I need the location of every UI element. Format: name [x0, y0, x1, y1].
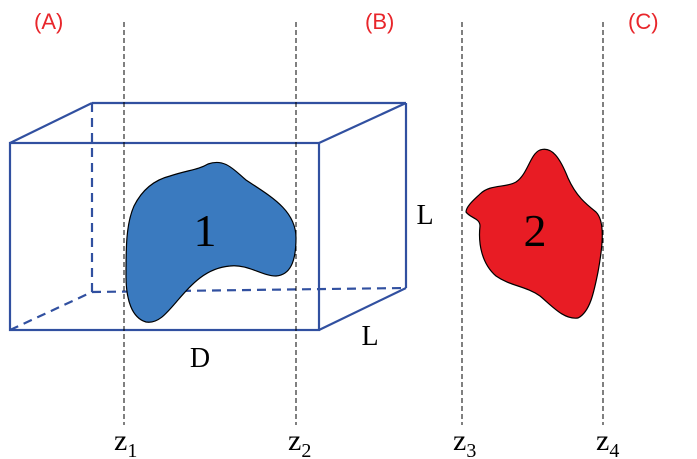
box-top-right-edge [318, 102, 407, 144]
box-height-label: L [416, 200, 433, 231]
box-hidden-bottom-left-edge [9, 291, 93, 331]
plane-label-z1-sub: 1 [127, 440, 137, 459]
plane-label-z2-sub: 2 [301, 440, 311, 459]
plane-label-z2: z2 [288, 424, 311, 459]
plane-label-z4-sub: 4 [609, 440, 619, 459]
particle-1-blob [125, 161, 297, 323]
particle-1-label: 1 [194, 205, 217, 256]
box-top-left-edge [9, 102, 93, 144]
particle-2-label: 2 [524, 205, 547, 256]
plane-label-z3-base: z [453, 424, 466, 457]
plane-label-z4-base: z [596, 424, 609, 457]
box-depth-label: D [190, 343, 210, 374]
box-front-face [8, 141, 321, 332]
plane-label-z2-base: z [288, 424, 301, 457]
panel-label-c: (C) [628, 9, 659, 34]
box-width-label: L [361, 321, 378, 352]
plane-label-z3: z3 [453, 424, 476, 459]
panel-label-b: (B) [365, 9, 394, 34]
plane-label-z3-sub: 3 [466, 440, 476, 459]
box-visible-edges [8, 101, 408, 332]
panel-label-a: (A) [34, 9, 63, 34]
box-bottom-right-edge [318, 287, 407, 331]
plane-label-z4: z4 [596, 424, 619, 459]
plane-label-z1: z1 [114, 424, 137, 459]
particle-2-blob [465, 148, 603, 319]
plane-label-z1-base: z [114, 424, 127, 457]
